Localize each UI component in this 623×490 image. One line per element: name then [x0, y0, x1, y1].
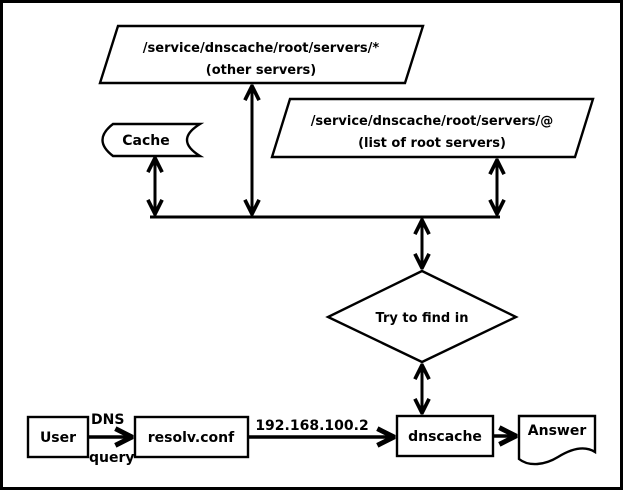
root-servers-path-label: /service/dnscache/root/servers/@: [311, 114, 554, 129]
edge-label-query: query: [89, 450, 135, 466]
node-cache: Cache: [101, 122, 205, 158]
root-servers-sub-label: (list of root servers): [358, 136, 506, 151]
node-root-servers: /service/dnscache/root/servers/@ (list o…: [270, 97, 595, 159]
stored-data-cache: [101, 122, 205, 158]
parallelogram-root-servers: [270, 97, 595, 159]
resolv-conf-label: resolv.conf: [148, 430, 235, 446]
node-dnscache: dnscache: [395, 414, 495, 458]
edge-label-ip-address: 192.168.100.2: [255, 418, 368, 434]
node-answer: Answer: [517, 414, 597, 466]
cache-label: Cache: [122, 133, 169, 149]
diamond-try-to-find-in: [325, 269, 519, 364]
other-servers-path-label: /service/dnscache/root/servers/*: [143, 41, 380, 56]
parallelogram-other-servers: [98, 24, 425, 85]
node-user: User: [26, 415, 90, 459]
decision-label: Try to find in: [376, 311, 469, 326]
node-other-servers: /service/dnscache/root/servers/* (other …: [98, 24, 425, 85]
dnscache-label: dnscache: [408, 429, 482, 445]
rect-dnscache: [395, 414, 495, 458]
edge-label-dns: DNS: [91, 412, 124, 428]
other-servers-sub-label: (other servers): [206, 63, 316, 78]
user-label: User: [40, 430, 76, 446]
document-answer: [517, 414, 597, 466]
node-decision: Try to find in: [325, 269, 519, 364]
rect-resolv-conf: [133, 415, 250, 459]
rect-user: [26, 415, 90, 459]
node-resolv-conf: resolv.conf: [133, 415, 250, 459]
answer-label: Answer: [528, 423, 587, 439]
